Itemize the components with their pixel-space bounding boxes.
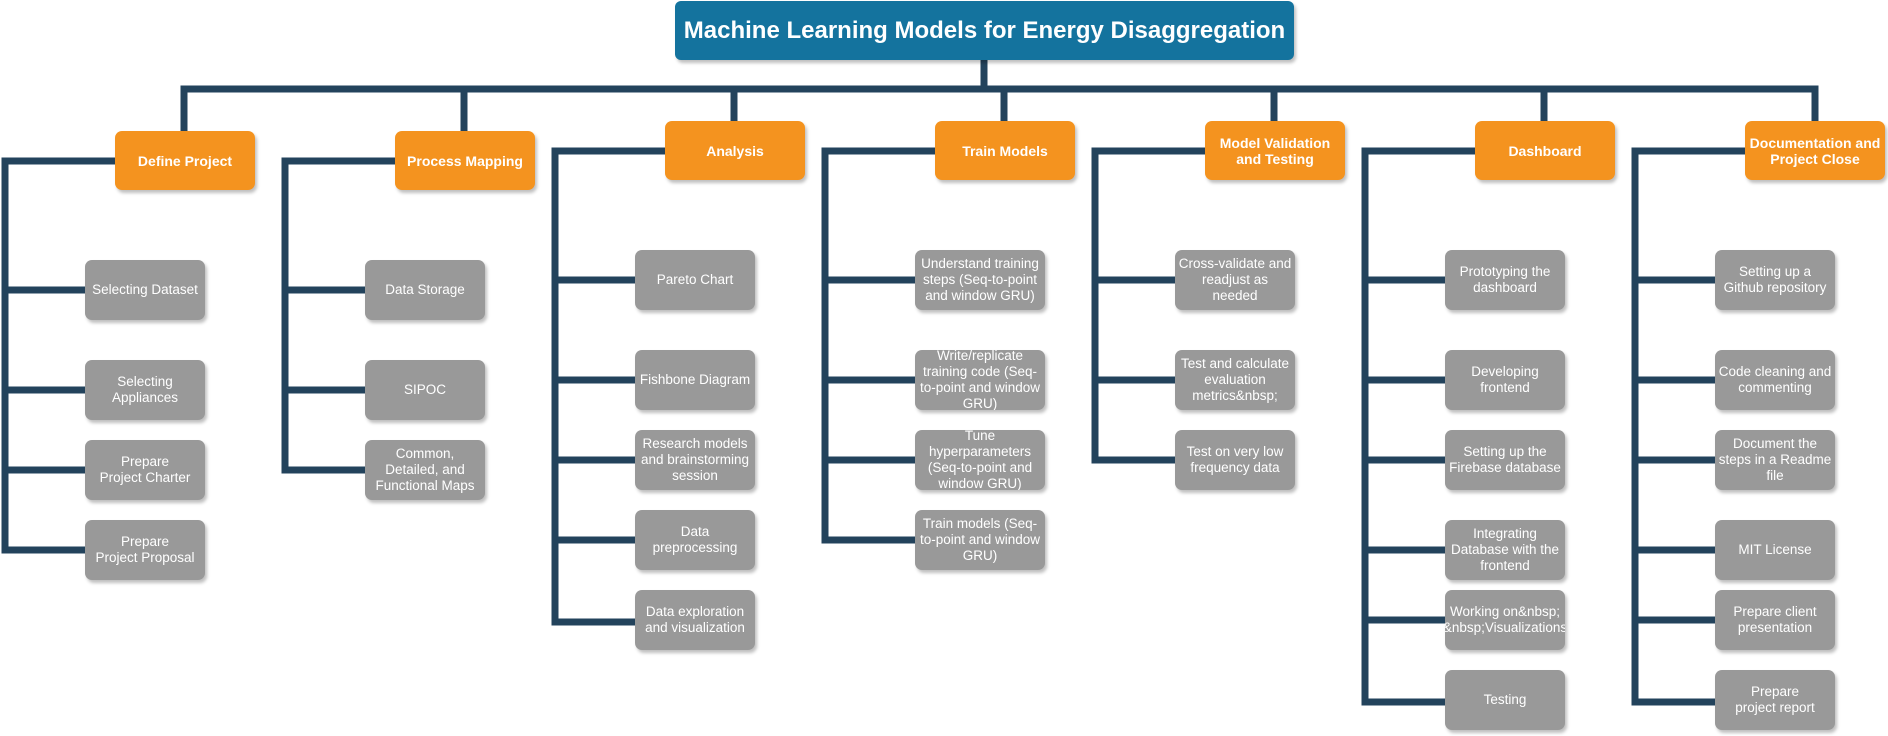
task-node: Prepare Project Charter — [85, 440, 205, 500]
task-node: MIT License — [1715, 520, 1835, 580]
task-node: Test on very low frequency data — [1175, 430, 1295, 490]
task-node: Selecting Appliances — [85, 360, 205, 420]
category-documentation: Documentation and Project Close — [1745, 121, 1885, 180]
task-node: Prepare Project Proposal — [85, 520, 205, 580]
task-node: Testing — [1445, 670, 1565, 730]
task-node: Setting up the Firebase database — [1445, 430, 1565, 490]
task-node: Understand training steps (Seq-to-point … — [915, 250, 1045, 310]
task-node: Cross-validate and readjust as needed — [1175, 250, 1295, 310]
connector-documentation — [1631, 147, 1749, 706]
category-dashboard: Dashboard — [1475, 121, 1615, 180]
task-node: Prepare project report — [1715, 670, 1835, 730]
task-node: Common, Detailed, and Functional Maps — [365, 440, 485, 500]
task-node: Train models (Seq- to-point and window G… — [915, 510, 1045, 570]
task-node: Fishbone Diagram — [635, 350, 755, 410]
task-node: Data preprocessing — [635, 510, 755, 570]
root-connector — [180, 56, 1819, 93]
task-node: Selecting Dataset — [85, 260, 205, 320]
task-node: Document the steps in a Readme file — [1715, 430, 1835, 490]
task-node: Research models and brainstorming sessio… — [635, 430, 755, 490]
category-train-models: Train Models — [935, 121, 1075, 180]
connector-train-models — [821, 147, 939, 544]
task-node: Test and calculate evaluation metrics&nb… — [1175, 350, 1295, 410]
task-node: Developing frontend — [1445, 350, 1565, 410]
task-node: Working on&nbsp; &nbsp;Visualizations — [1445, 590, 1565, 650]
task-node: Data exploration and visualization — [635, 590, 755, 650]
connector-model-validation — [1091, 147, 1209, 464]
task-node: Code cleaning and commenting — [1715, 350, 1835, 410]
category-process-mapping: Process Mapping — [395, 131, 535, 190]
task-node: SIPOC — [365, 360, 485, 420]
category-analysis: Analysis — [665, 121, 805, 180]
task-node: Prototyping the dashboard — [1445, 250, 1565, 310]
connector-define-project — [1, 157, 119, 554]
connector-dashboard — [1361, 147, 1479, 706]
category-drop-connectors — [180, 85, 1819, 135]
task-node: Prepare client presentation — [1715, 590, 1835, 650]
task-node: Pareto Chart — [635, 250, 755, 310]
task-node: Integrating Database with the frontend — [1445, 520, 1565, 580]
diagram-title: Machine Learning Models for Energy Disag… — [675, 1, 1294, 60]
task-node: Setting up a Github repository — [1715, 250, 1835, 310]
task-node: Tune hyperparameters (Seq-to-point and w… — [915, 430, 1045, 490]
category-define-project: Define Project — [115, 131, 255, 190]
connector-process-mapping — [281, 157, 399, 474]
connector-analysis — [551, 147, 669, 626]
task-node: Write/replicate training code (Seq- to-p… — [915, 350, 1045, 410]
category-model-validation: Model Validation and Testing — [1205, 121, 1345, 180]
task-node: Data Storage — [365, 260, 485, 320]
